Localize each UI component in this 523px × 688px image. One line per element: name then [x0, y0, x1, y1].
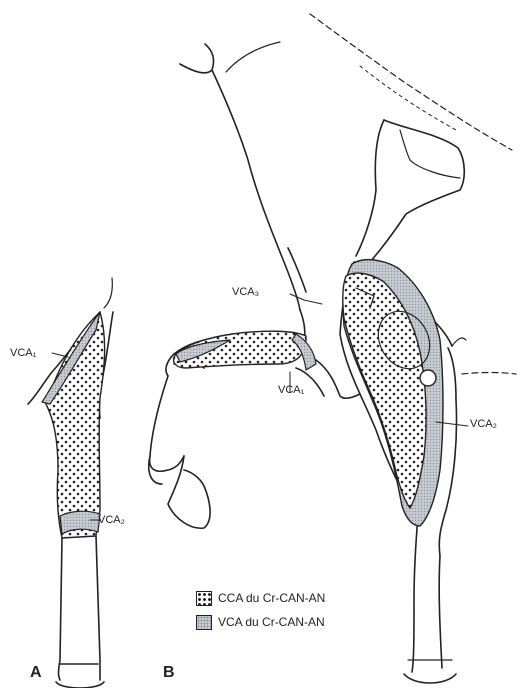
panel-b-scapula — [356, 120, 464, 262]
panel-label-b: B — [163, 664, 175, 682]
legend-cca-label: CCA du Cr-CAN-AN — [218, 591, 325, 605]
label-vca1-panel-b: VCA₁ — [278, 384, 304, 396]
label-vca3: VCA₃ — [232, 286, 259, 298]
label-vca2-panel-a: VCA₂ — [98, 514, 125, 526]
legend-vca-swatch — [196, 615, 212, 630]
panel-label-a: A — [30, 664, 42, 682]
panel-a-cca-region — [46, 312, 105, 538]
legend-vca-label: VCA du Cr-CAN-AN — [218, 615, 325, 629]
label-vca1-panel-a: VCA₁ — [10, 347, 36, 359]
legend-cca-swatch — [196, 591, 212, 606]
label-vca2-panel-b: VCA₂ — [470, 418, 497, 430]
